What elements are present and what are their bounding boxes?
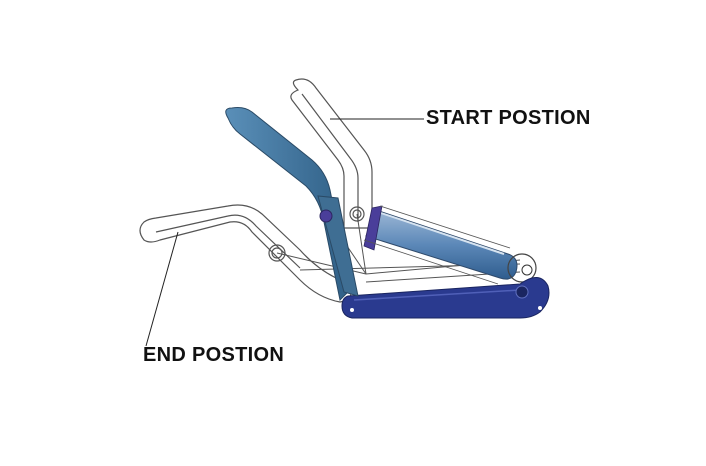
active-handle: [225, 107, 359, 302]
end-position-label: END POSTION: [143, 344, 285, 366]
start-position-label: START POSTION: [426, 107, 591, 129]
end-leader-line: [145, 231, 179, 347]
base-plate: [341, 277, 550, 319]
start-position-handle: [290, 78, 373, 229]
end-position-handle: [139, 204, 353, 303]
hydraulic-cylinder: [363, 205, 537, 285]
